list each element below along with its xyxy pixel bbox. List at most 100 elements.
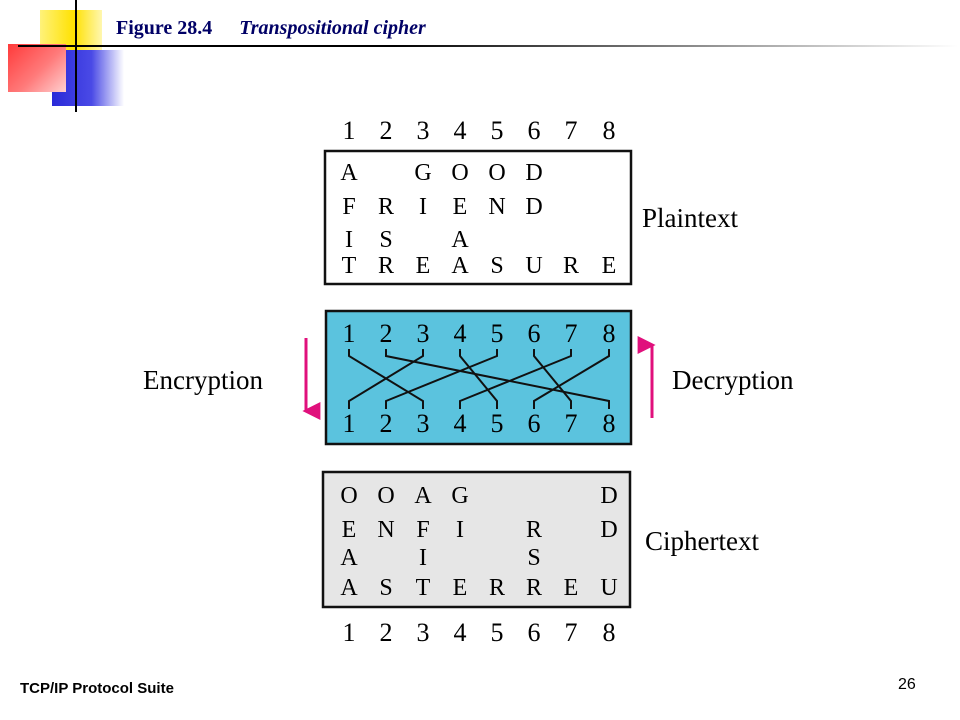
key-bottom-number-5: 5 [491, 409, 504, 438]
encryption-label: Encryption [143, 365, 263, 395]
key-top-number-4: 4 [454, 319, 467, 348]
key-top-number-5: 5 [491, 319, 504, 348]
ciphertext-cell: R [489, 575, 505, 601]
plaintext-cell: I [419, 194, 427, 220]
ciphertext-col-number-5: 5 [491, 618, 504, 647]
ciphertext-cell: T [416, 575, 431, 601]
plaintext-col-number-4: 4 [454, 116, 467, 145]
key-top-number-3: 3 [417, 319, 430, 348]
key-bottom-number-1: 1 [343, 409, 356, 438]
key-bottom-number-2: 2 [380, 409, 393, 438]
plaintext-cell: D [525, 160, 542, 186]
ciphertext-col-number-7: 7 [565, 618, 578, 647]
plaintext-cell: O [451, 160, 468, 186]
ciphertext-label: Ciphertext [645, 526, 759, 556]
plaintext-cell: E [416, 253, 431, 279]
plaintext-cell: E [602, 253, 617, 279]
plaintext-cell: E [453, 194, 468, 220]
key-mapping-line [533, 349, 610, 409]
ciphertext-col-number-3: 3 [417, 618, 430, 647]
decor-vertical-line [75, 0, 77, 112]
figure-caption: Transpositional cipher [239, 17, 426, 39]
ciphertext-cell: U [600, 575, 617, 601]
plaintext-cell: R [378, 194, 394, 220]
key-mapping-line [348, 349, 424, 409]
ciphertext-cell: O [377, 483, 394, 509]
plaintext-col-number-1: 1 [343, 116, 356, 145]
key-bottom-number-7: 7 [565, 409, 578, 438]
key-mapping-line [385, 349, 498, 409]
key-top-number-1: 1 [343, 319, 356, 348]
plaintext-cell: U [525, 253, 542, 279]
ciphertext-col-number-1: 1 [343, 618, 356, 647]
plaintext-cell: A [340, 160, 358, 186]
page-number: 26 [898, 676, 916, 693]
key-bottom-number-3: 3 [417, 409, 430, 438]
key-mapping-line [459, 349, 498, 409]
key-mapping-lines [348, 349, 610, 409]
plaintext-col-number-7: 7 [565, 116, 578, 145]
plaintext-label: Plaintext [642, 203, 738, 233]
ciphertext-cell: S [527, 545, 540, 571]
ciphertext-col-number-4: 4 [454, 618, 467, 647]
plaintext-cell: N [488, 194, 505, 220]
plaintext-col-number-5: 5 [491, 116, 504, 145]
plaintext-col-number-3: 3 [417, 116, 430, 145]
key-mapping-line [385, 349, 610, 409]
ciphertext-cell: A [340, 545, 358, 571]
key-top-number-8: 8 [603, 319, 616, 348]
decryption-label: Decryption [672, 365, 794, 395]
ciphertext-cell: N [377, 517, 394, 543]
ciphertext-cell: A [340, 575, 358, 601]
ciphertext-cell: R [526, 517, 542, 543]
plaintext-box [323, 149, 633, 286]
plaintext-cell: A [451, 227, 469, 253]
plaintext-col-number-6: 6 [528, 116, 541, 145]
figure-title: Figure 28.4 Transpositional cipher [116, 17, 426, 40]
key-top-number-6: 6 [528, 319, 541, 348]
plaintext-cell: R [563, 253, 579, 279]
key-bottom-number-4: 4 [454, 409, 467, 438]
plaintext-cell: S [379, 227, 392, 253]
ciphertext-cell: A [414, 483, 432, 509]
plaintext-cell: D [525, 194, 542, 220]
ciphertext-cell: I [419, 545, 427, 571]
ciphertext-cell: D [600, 483, 617, 509]
decor-red-square [8, 44, 66, 92]
plaintext-cell: I [345, 227, 353, 253]
figure-label: Figure 28.4 [116, 17, 213, 39]
footer-suite-title: TCP/IP Protocol Suite [20, 680, 174, 697]
ciphertext-col-number-8: 8 [603, 618, 616, 647]
plaintext-cell: G [414, 160, 431, 186]
key-bottom-number-6: 6 [528, 409, 541, 438]
ciphertext-cell: R [526, 575, 542, 601]
ciphertext-cell: S [379, 575, 392, 601]
ciphertext-col-number-6: 6 [528, 618, 541, 647]
plaintext-col-number-2: 2 [380, 116, 393, 145]
plaintext-col-number-8: 8 [603, 116, 616, 145]
plaintext-cell: O [488, 160, 505, 186]
key-mapping-line [533, 349, 572, 409]
ciphertext-cell: G [451, 483, 468, 509]
ciphertext-cell: F [416, 517, 429, 543]
key-mapping-line [459, 349, 572, 409]
plaintext-cell: A [451, 253, 469, 279]
plaintext-cell: T [342, 253, 357, 279]
decor-horizontal-line [18, 45, 958, 47]
ciphertext-cell: E [453, 575, 468, 601]
key-top-number-7: 7 [565, 319, 578, 348]
ciphertext-cell: O [340, 483, 357, 509]
ciphertext-box [321, 470, 632, 609]
plaintext-cell: F [342, 194, 355, 220]
ciphertext-cell: D [600, 517, 617, 543]
plaintext-cell: S [490, 253, 503, 279]
ciphertext-cell: E [564, 575, 579, 601]
plaintext-cell: R [378, 253, 394, 279]
key-bottom-number-8: 8 [603, 409, 616, 438]
